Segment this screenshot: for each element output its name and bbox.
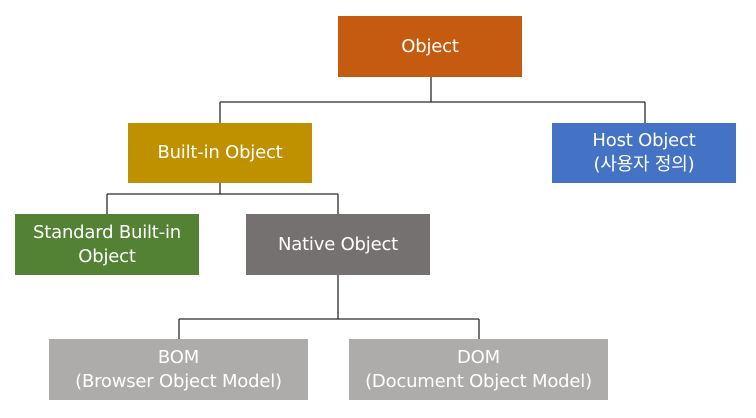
node-dom: DOM (Document Object Model): [349, 339, 608, 400]
node-object: Object: [338, 16, 522, 77]
node-built-in-object: Built-in Object: [128, 123, 312, 183]
node-host-object: Host Object (사용자 정의): [552, 123, 736, 183]
node-bom: BOM (Browser Object Model): [49, 339, 308, 400]
node-standard-built-in-object: Standard Built-in Object: [15, 214, 199, 275]
node-native-object: Native Object: [246, 214, 430, 275]
